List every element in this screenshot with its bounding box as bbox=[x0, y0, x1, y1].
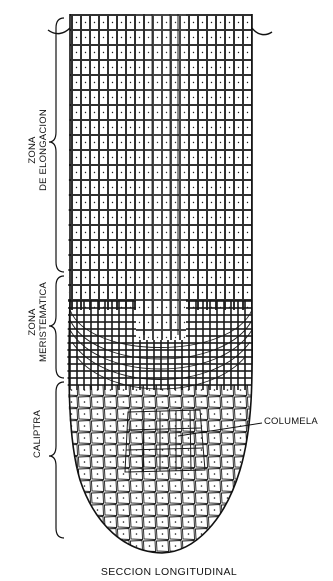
label-zona-meristematica-2: MERISTEMATICA bbox=[38, 282, 49, 362]
bracket-caliptra bbox=[49, 382, 64, 538]
top-cut-right bbox=[252, 28, 272, 35]
label-columela: COLUMELA bbox=[264, 416, 318, 427]
label-zona-elongacion-1: ZONA bbox=[27, 136, 38, 164]
bracket-meristematic bbox=[49, 276, 64, 378]
zone-brackets bbox=[49, 18, 64, 538]
top-cut-left bbox=[48, 28, 70, 34]
label-zona-elongacion-2: DE ELONGACION bbox=[38, 109, 49, 191]
vascular-cylinder bbox=[136, 10, 186, 340]
label-caliptra: CALIPTRA bbox=[32, 410, 43, 459]
label-zona-meristematica-1: ZONA bbox=[27, 308, 38, 336]
root-body bbox=[60, 10, 260, 560]
caption: SECCION LONGITUDINAL bbox=[101, 566, 237, 578]
bracket-elongation bbox=[49, 18, 64, 272]
